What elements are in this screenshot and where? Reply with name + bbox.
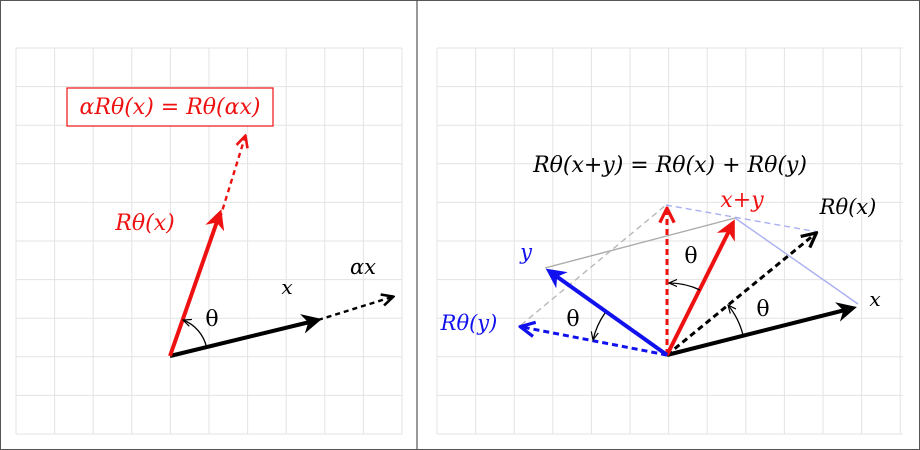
theta-arc-x-plus-y xyxy=(669,283,701,291)
theta-arc-left xyxy=(183,320,208,348)
grid-right xyxy=(436,47,903,435)
x-plus-y-vector xyxy=(665,219,735,356)
formula-box-text: αRθ(x) = Rθ(αx) xyxy=(80,95,261,120)
rotated-parallelogram-right-edge xyxy=(665,204,819,233)
additivity-formula: Rθ(x+y) = Rθ(x) + Rθ(y) xyxy=(532,153,807,178)
left-panel: αRθ(x) = Rθ(αx) θ Rθ(x) x αx xyxy=(66,87,392,358)
alpha-x-vector xyxy=(317,297,392,322)
y-label: y xyxy=(519,240,533,264)
theta-label-3: θ xyxy=(566,307,579,332)
rx-label-right: Rθ(x) xyxy=(819,195,877,219)
alpha-x-label: αx xyxy=(350,255,376,279)
formula-box xyxy=(66,87,274,127)
x-plus-y-label: x+y xyxy=(720,188,764,213)
theta-label-1: θ xyxy=(756,297,769,322)
rx-label-left: Rθ(x) xyxy=(114,211,174,236)
parallelogram-top-edge xyxy=(544,217,736,269)
theta-arc-y xyxy=(593,312,606,340)
theta-arc-x xyxy=(728,305,744,336)
right-panel: Rθ(x+y) = Rθ(x) + Rθ(y) θ θ θ x+y Rθ(x) … xyxy=(440,153,881,357)
x-label-left: x xyxy=(281,275,292,299)
parallelogram-right-edge xyxy=(734,217,859,305)
theta-label-left: θ xyxy=(205,307,218,332)
rotated-parallelogram-left-edge xyxy=(520,204,667,326)
x-label-right: x xyxy=(869,287,880,311)
rx-vector-right xyxy=(666,234,815,357)
x-vector-right xyxy=(666,302,857,357)
grid-left xyxy=(15,47,403,435)
ry-label: Rθ(y) xyxy=(440,311,498,335)
y-vector xyxy=(545,268,669,357)
alpha-rx-vector xyxy=(218,137,245,219)
x-vector xyxy=(169,314,322,358)
theta-label-2: θ xyxy=(684,244,697,269)
rx-vector xyxy=(168,209,225,357)
